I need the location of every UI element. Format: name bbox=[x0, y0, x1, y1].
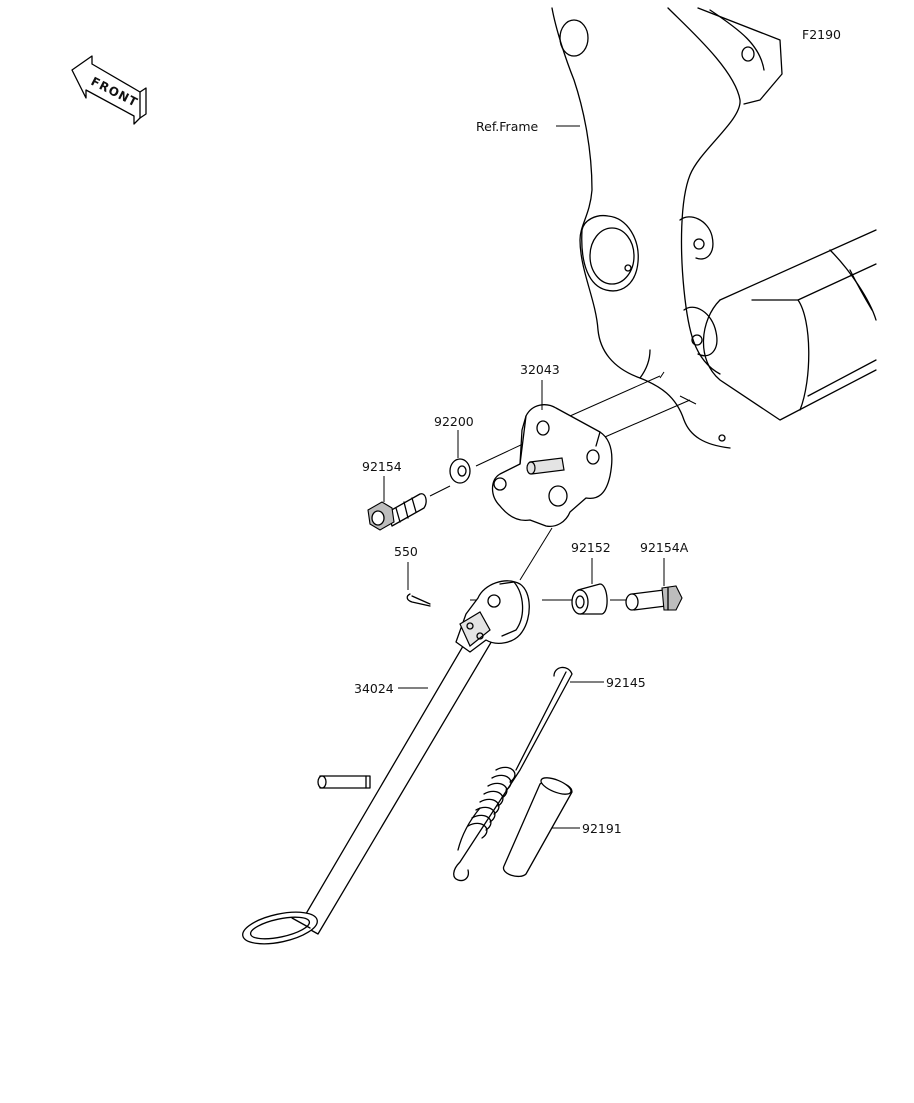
label-92191: 92191 bbox=[582, 821, 622, 836]
figure-code: F2190 bbox=[802, 27, 841, 42]
bolt-92154 bbox=[367, 493, 427, 531]
frame-reference-drawing bbox=[551, 7, 877, 449]
label-34024: 34024 bbox=[354, 681, 394, 696]
label-32043: 32043 bbox=[520, 362, 560, 377]
bracket-32043 bbox=[491, 404, 613, 528]
label-92200: 92200 bbox=[434, 414, 474, 429]
washer-92200 bbox=[449, 458, 471, 484]
label-550: 550 bbox=[394, 544, 418, 559]
cotter-pin-550 bbox=[406, 593, 431, 607]
collar-92152 bbox=[571, 583, 608, 615]
label-92145: 92145 bbox=[606, 675, 646, 690]
spring-92145 bbox=[453, 666, 573, 882]
ref-frame-label: Ref.Frame bbox=[476, 119, 539, 134]
bolt-92154A bbox=[625, 585, 683, 611]
label-92152: 92152 bbox=[571, 540, 611, 555]
front-arrow-icon: FRONT bbox=[71, 55, 147, 125]
label-92154: 92154 bbox=[362, 459, 402, 474]
label-92154A: 92154A bbox=[640, 540, 689, 555]
tube-92191 bbox=[502, 777, 573, 878]
side-stand-34024 bbox=[242, 580, 530, 945]
